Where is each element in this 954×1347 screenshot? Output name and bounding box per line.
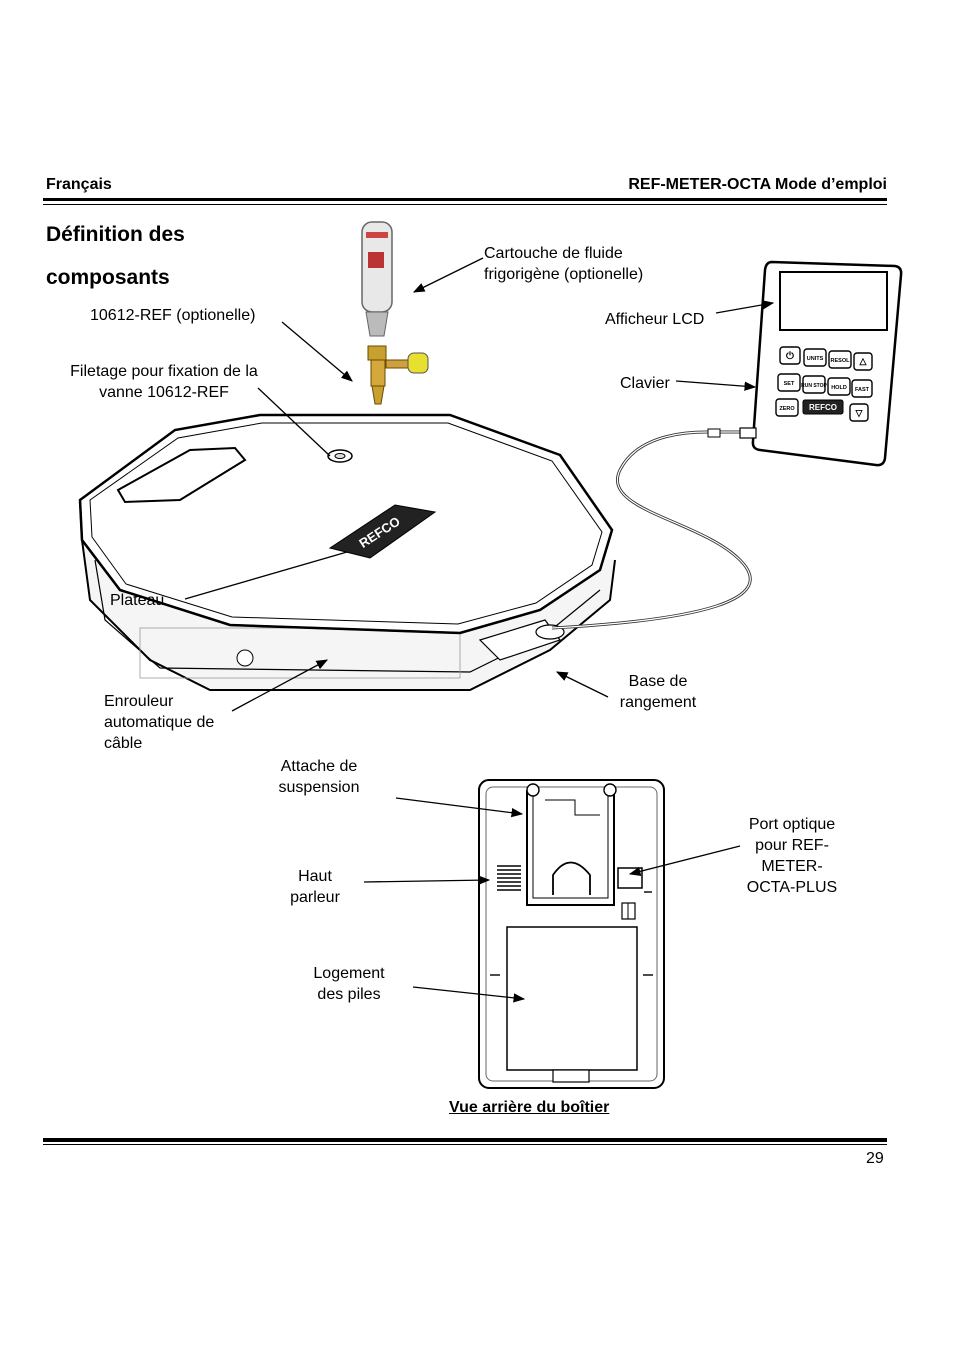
handheld-unit: ⏻ UNITS RESOL △ SET RUN STOP HOLD FAST Z… — [707, 260, 903, 467]
run-stop-key: RUN STOP — [801, 383, 827, 389]
refrigerant-cartridge — [361, 221, 393, 337]
down-key — [849, 403, 869, 422]
zero-key: ZERO — [779, 406, 795, 412]
set-key: SET — [784, 381, 795, 387]
hold-key: HOLD — [831, 385, 847, 391]
fast-key: FAST — [855, 387, 870, 393]
up-key — [853, 352, 873, 371]
label-cartridge: Cartouche de fluide frigorigène (optione… — [484, 245, 644, 283]
label-thread: Filetage pour fixation de la vanne 10612… — [70, 363, 258, 401]
header-manual-title: REF-METER-OCTA Mode d’emploi — [628, 176, 887, 193]
header-rule-thin — [43, 204, 887, 205]
svg-text:▽: ▽ — [855, 408, 864, 418]
header-rule-thick — [43, 198, 887, 201]
section-title-line1: Définition des — [46, 223, 185, 246]
footer-rule-thin — [43, 1144, 887, 1145]
resol-key: RESOL — [831, 358, 851, 364]
svg-text:△: △ — [859, 356, 868, 366]
handheld-logo: REFCO — [809, 403, 837, 412]
lcd-screen — [779, 271, 888, 331]
figure-caption: Vue arrière du boîtier — [449, 1099, 610, 1116]
section-title-line2: composants — [46, 266, 170, 289]
label-valve: 10612-REF (optionelle) — [90, 307, 256, 324]
label-optical-port: Port optique pour REF-METER-OCTA-PLUS — [746, 816, 838, 896]
label-lcd: Afficheur LCD — [605, 311, 705, 328]
label-battery: Logement des piles — [313, 965, 385, 1003]
page-number: 29 — [866, 1150, 884, 1167]
header-language: Français — [46, 176, 112, 193]
footer-rule-thick — [43, 1138, 887, 1142]
svg-text:⏻: ⏻ — [786, 350, 794, 362]
housing-back-view — [478, 779, 665, 1089]
label-platform: Plateau — [110, 592, 165, 609]
label-storage-base: Base de rangement — [619, 673, 697, 711]
leader-lines — [184, 257, 775, 1003]
units-key: UNITS — [807, 356, 824, 362]
label-cable-reel: Enrouleur automatique de câble — [104, 693, 215, 752]
power-key — [779, 346, 801, 365]
optical-port — [617, 867, 643, 889]
label-hanger: Attache de suspension — [278, 758, 360, 796]
battery-compartment — [506, 926, 638, 1071]
scale-body: REFCO — [78, 413, 616, 691]
speaker-grille — [497, 865, 521, 891]
valve-10612-ref — [367, 345, 429, 405]
label-keypad: Clavier — [620, 375, 670, 392]
label-speaker: Haut parleur — [290, 868, 340, 906]
